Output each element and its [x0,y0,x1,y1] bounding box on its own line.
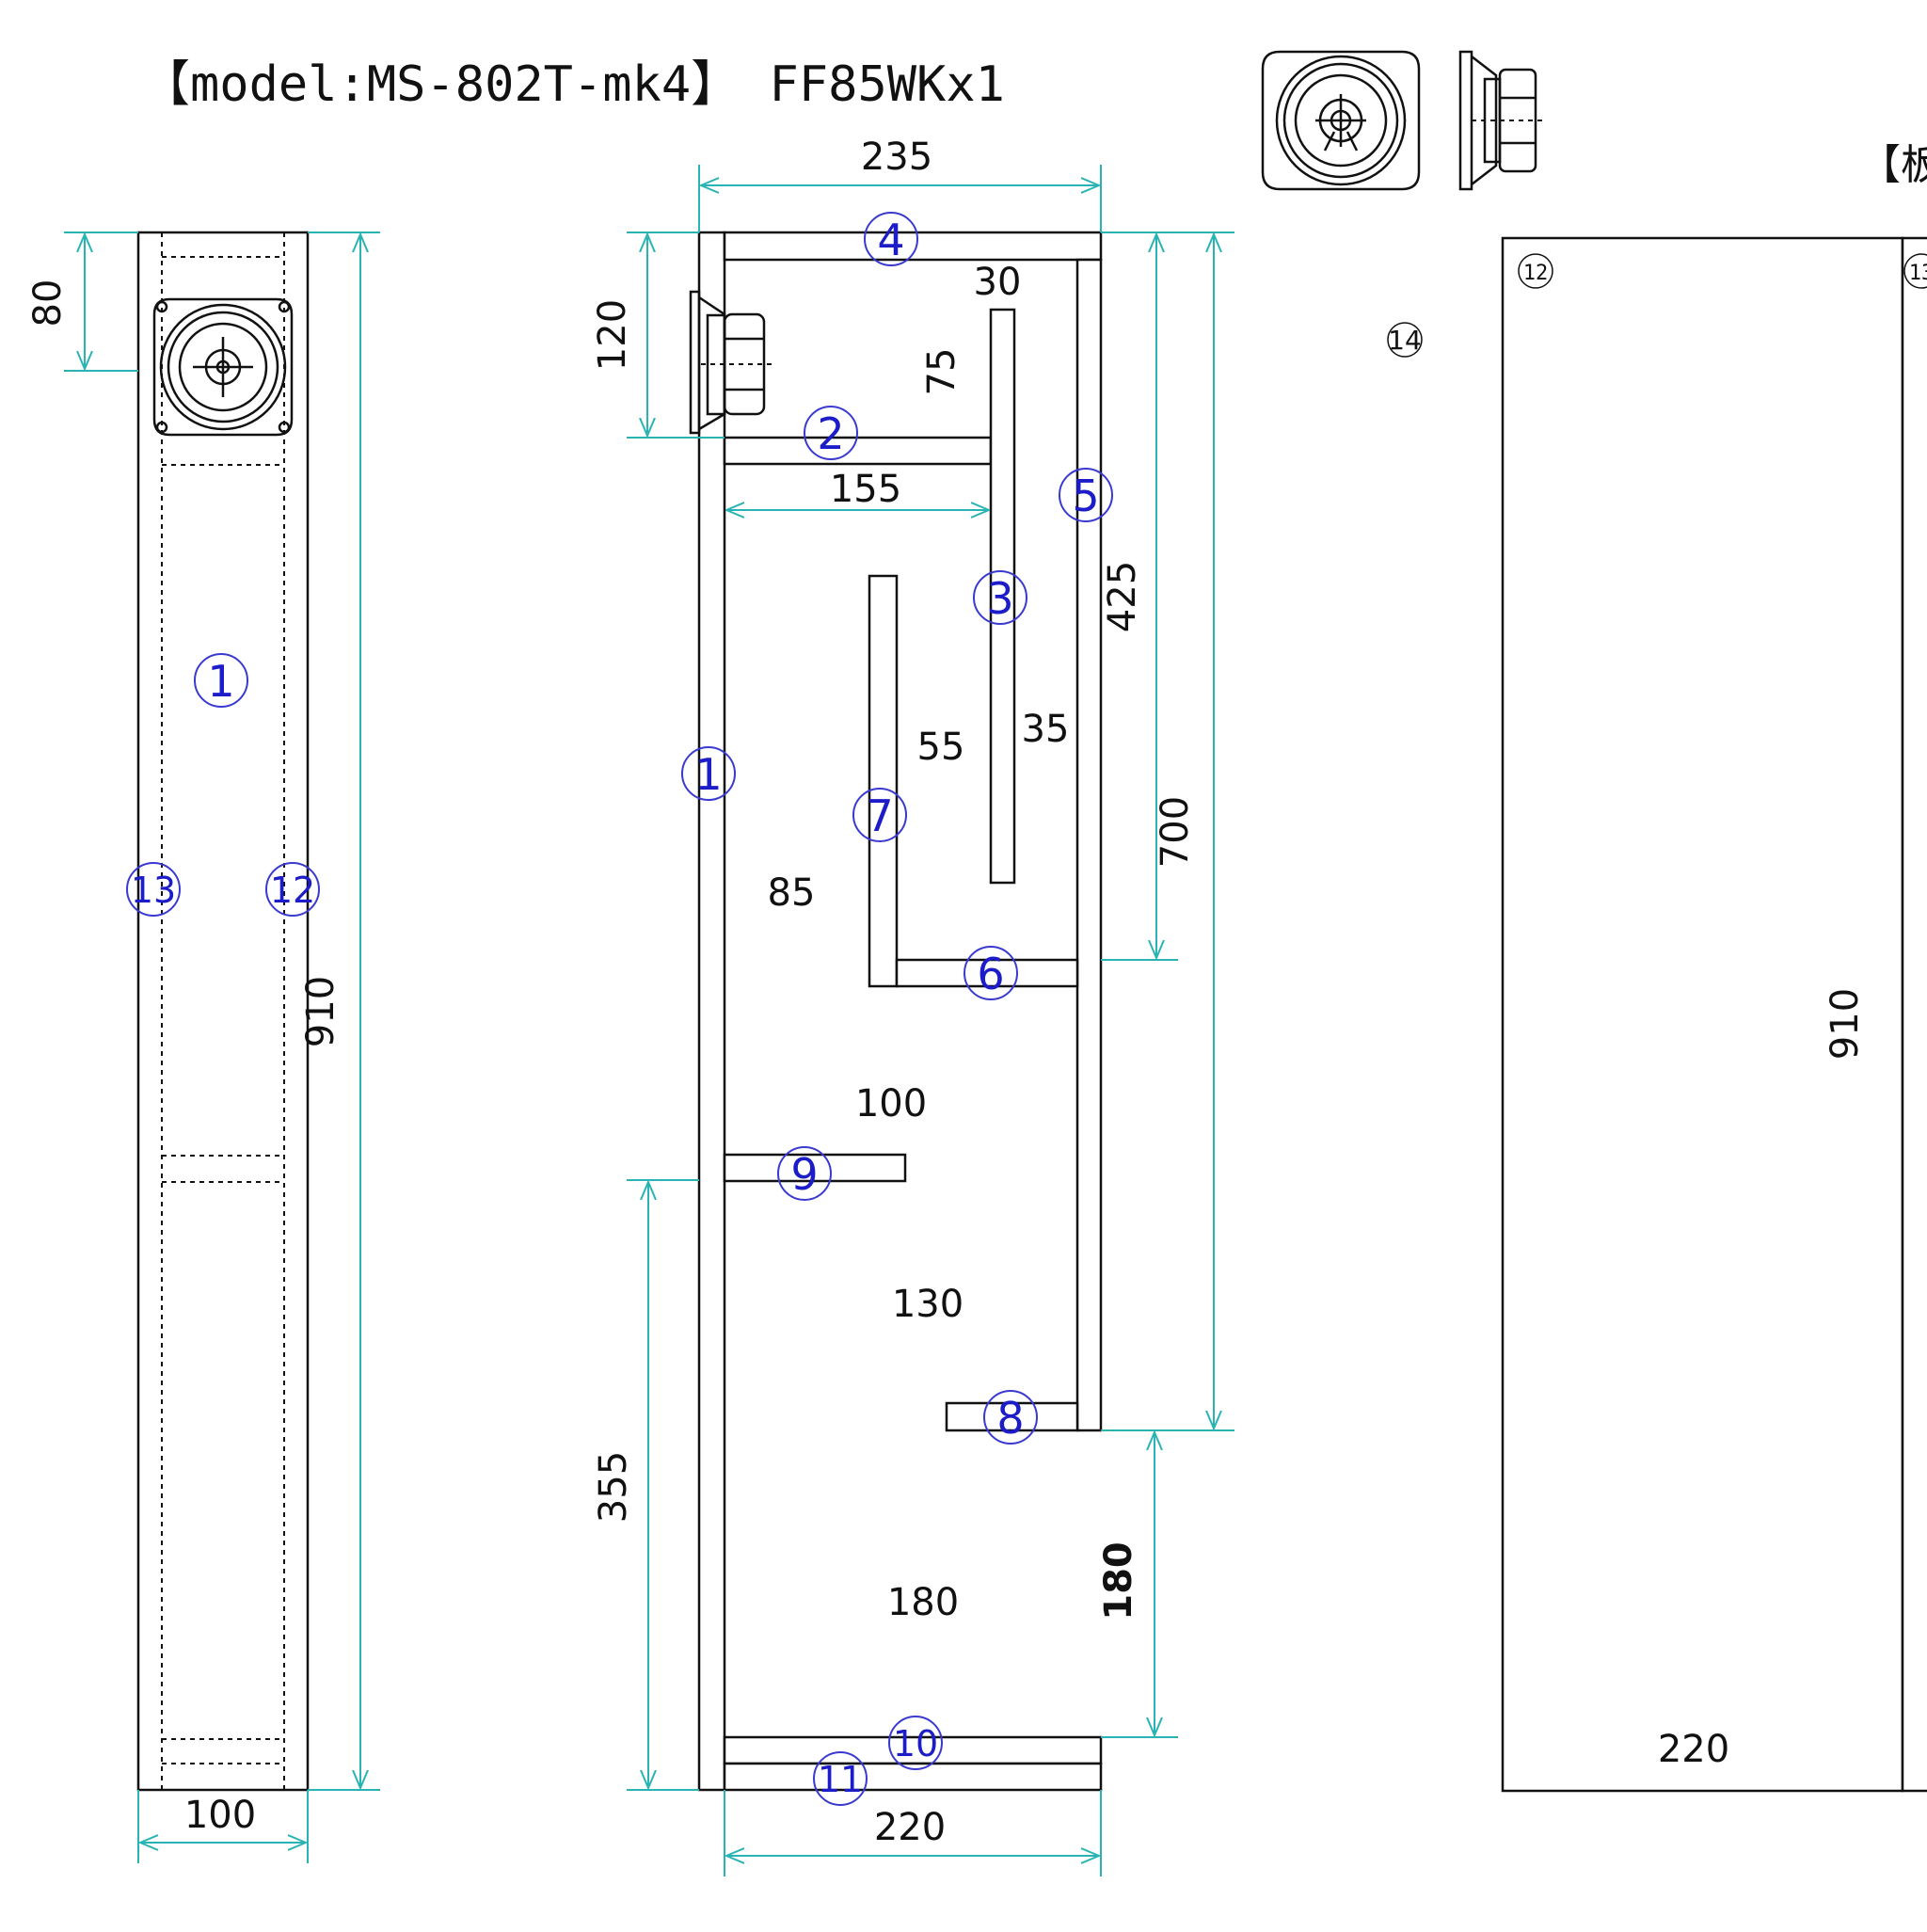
dim-235: 235 [698,136,1102,232]
gap-130: 130 [892,1283,964,1326]
cut-height: 910 [1823,988,1867,1060]
panel-3 [989,308,1016,885]
svg-text:1: 1 [207,656,234,707]
part-label-14: 14 [1388,325,1422,356]
driver-front [152,297,294,437]
part-label-2: 2 [804,406,858,460]
svg-text:220: 220 [874,1806,946,1849]
svg-text:12: 12 [270,870,315,911]
panel-8 [945,1401,1079,1432]
dim-700: 700 [1101,232,1234,1431]
panel-12-label: 12 [1523,262,1549,285]
panel-9 [723,1153,907,1183]
gap-100: 100 [855,1082,927,1126]
dim-910-front: 910 [299,232,380,1791]
gap-85: 85 [768,871,816,915]
svg-text:6: 6 [977,949,1004,999]
panel-7 [868,574,899,988]
dim-425: 425 [1101,232,1178,961]
panel-2 [723,436,993,466]
svg-text:11: 11 [818,1759,863,1800]
dim-100: 100 [137,1790,309,1863]
svg-text:7: 7 [866,790,893,841]
dim-180-side: 180 [1097,1432,1178,1738]
part-label-12: 12 [265,862,320,917]
part-label-5: 5 [1059,468,1113,522]
svg-text:1: 1 [694,749,722,800]
svg-text:5: 5 [1072,471,1099,521]
svg-text:100: 100 [184,1794,256,1837]
cut-sheet: 14 12 13 910 220 [1387,236,1927,1793]
svg-text:2: 2 [817,408,844,459]
dim-155: 155 [726,468,989,511]
gap-55: 55 [917,726,965,769]
speaker-side-icon [1458,50,1543,191]
dim-80: 80 [26,232,138,372]
panel-11 [723,1762,1103,1792]
part-label-11: 11 [813,1751,868,1806]
svg-text:910: 910 [299,976,342,1047]
dim-220-bottom: 220 [724,1790,1102,1876]
parts-list-header: 【板 [1859,141,1927,189]
svg-text:235: 235 [861,136,932,179]
svg-text:10: 10 [893,1723,938,1764]
svg-text:80: 80 [26,279,70,327]
dim-355: 355 [592,1179,699,1791]
part-label-1-front: 1 [194,653,248,708]
speaker-front-icon [1261,50,1421,191]
panel-5-back [1075,258,1103,1432]
svg-text:9: 9 [790,1149,818,1200]
part-label-7: 7 [852,788,907,842]
gap-35: 35 [1022,708,1070,751]
front-view: 1 13 12 80 910 100 [26,231,380,1863]
part-label-6: 6 [964,946,1018,1000]
part-label-3: 3 [973,570,1027,625]
part-label-10: 10 [888,1716,943,1770]
svg-text:3: 3 [986,573,1013,624]
part-label-9: 9 [777,1146,832,1201]
panel-13-label: 13 [1909,262,1927,285]
gap-75: 75 [920,348,964,396]
svg-text:13: 13 [131,870,176,911]
drawing-title: 【model:MS-802T-mk4】 FF85WKx1 [141,56,1005,113]
side-view: 4 2 5 3 1 7 6 9 8 10 11 30 75 55 35 85 1… [591,136,1234,1876]
cut-width: 220 [1658,1728,1729,1771]
gap-30: 30 [974,261,1022,304]
svg-text:425: 425 [1101,561,1144,632]
panel-1-baffle [697,231,726,1792]
part-label-4: 4 [864,212,918,266]
svg-text:120: 120 [591,299,634,371]
part-label-1-side: 1 [681,746,736,801]
svg-text:155: 155 [830,468,901,511]
svg-text:4: 4 [877,215,904,265]
svg-text:355: 355 [592,1451,635,1523]
driver-side [689,290,772,435]
part-label-13: 13 [126,862,181,917]
svg-text:8: 8 [996,1393,1024,1444]
dim-120: 120 [591,232,725,439]
svg-text:700: 700 [1154,796,1197,868]
part-label-8: 8 [983,1390,1038,1445]
panel-13-cut [1901,236,1927,1793]
gap-180: 180 [887,1581,959,1624]
panel-12-cut [1501,236,1904,1793]
panel-6 [895,958,1079,988]
svg-text:180: 180 [1097,1541,1140,1621]
